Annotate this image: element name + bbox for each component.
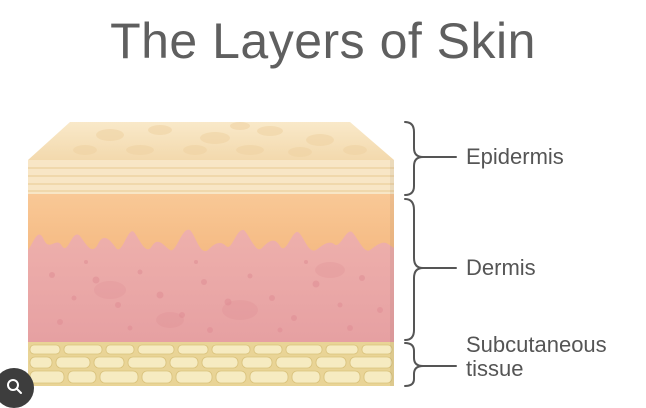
- bracket-dermis: [404, 198, 457, 341]
- epidermis-front-face: [28, 160, 394, 194]
- label-subcutaneous-line1: Subcutaneous: [466, 332, 607, 357]
- lens-search-icon[interactable]: [0, 368, 34, 408]
- epidermis-stratum-lines: [28, 167, 394, 192]
- label-dermis: Dermis: [466, 255, 536, 280]
- bracket-epidermis: [404, 121, 457, 196]
- epidermis-cells: [73, 122, 367, 157]
- dermis-lower: [28, 229, 394, 342]
- dermis-blotches: [94, 262, 345, 328]
- diagram-title: The Layers of Skin: [110, 13, 536, 69]
- fat-cells: [29, 344, 393, 384]
- label-epidermis: Epidermis: [466, 144, 564, 169]
- bracket-subcutaneous: [404, 342, 457, 387]
- label-subcutaneous-line2: tissue: [466, 356, 524, 381]
- lens-glyph-icon: [7, 379, 22, 394]
- dermis-dots: [49, 260, 383, 333]
- block-edge-shade: [390, 160, 394, 386]
- label-subcutaneous: Subcutaneous tissue: [466, 333, 607, 381]
